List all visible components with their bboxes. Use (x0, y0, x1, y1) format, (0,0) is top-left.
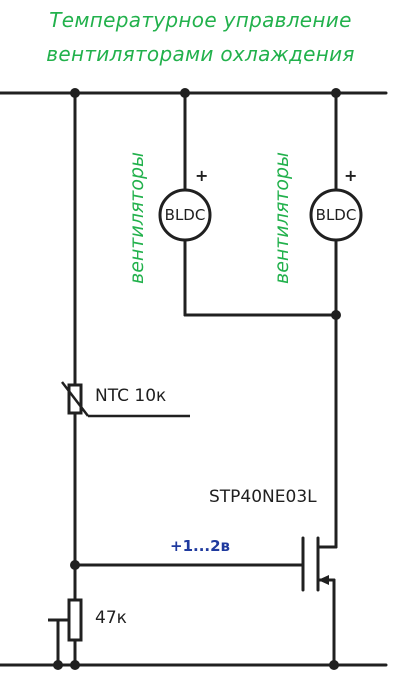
junction-dot (70, 560, 80, 570)
fan-label-right: вентиляторы (271, 151, 293, 284)
gate-voltage-label: +1...2в (170, 537, 231, 555)
bldc-motor-left-label: BLDC (164, 206, 206, 224)
transistor-arrow (318, 575, 329, 585)
bldc-motor-left-circle (158, 188, 212, 242)
motor-left-plus: + (195, 166, 209, 185)
ntc-label: NTC 10к (95, 386, 167, 406)
pot-label: 47к (95, 608, 127, 628)
diagram-title-line2: вентиляторами охлаждения (46, 42, 355, 66)
junction-dot (53, 660, 63, 670)
junction-dot (70, 660, 80, 670)
potentiometer-body (67, 598, 83, 642)
diagram-title-line1: Температурное управление (49, 8, 352, 32)
bldc-motor-right-label: BLDC (315, 206, 357, 224)
junction-dot (70, 88, 80, 98)
junction-dot (180, 88, 190, 98)
junction-dot (329, 660, 339, 670)
motor-right-plus: + (344, 166, 358, 185)
fan-label-left: вентиляторы (126, 151, 148, 284)
junction-dot (331, 310, 341, 320)
ntc-diagonal (61, 381, 89, 417)
transistor-label: STP40NE03L (209, 487, 317, 507)
junction-dot (331, 88, 341, 98)
bldc-motor-right-circle (309, 188, 363, 242)
